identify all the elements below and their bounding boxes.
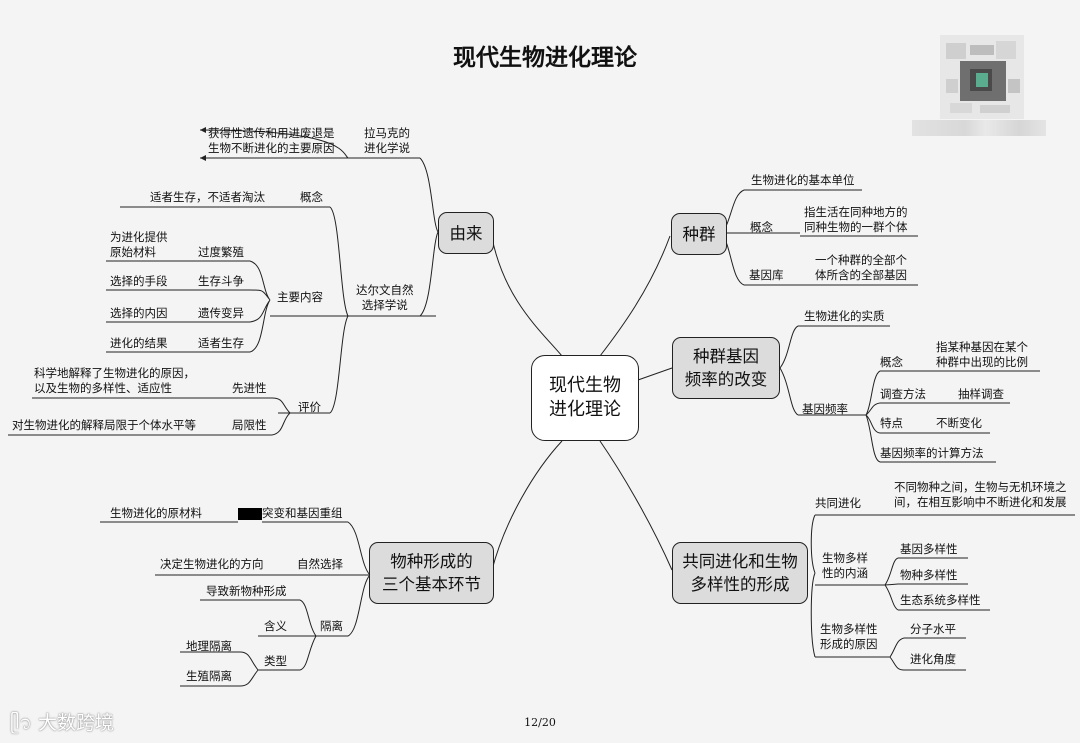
node-diversity-connotation[interactable]: 生物多样 性的内涵 (822, 551, 868, 581)
node-gf-survey-desc: 抽样调查 (958, 387, 1004, 402)
node-main-item[interactable]: 遗传变异 (198, 306, 244, 321)
node-gene-pool-desc: 一个种群的全部个 体所含的全部基因 (815, 253, 907, 283)
blurred-caption (912, 120, 1046, 136)
link-center-speciation (492, 441, 562, 570)
node-diversity-item: 基因多样性 (900, 542, 958, 557)
node-isolation-type-item: 生殖隔离 (186, 669, 232, 684)
node-population-concept-desc: 指生活在同种地方的 同种生物的一群个体 (804, 205, 908, 235)
topic-origin[interactable]: 由来 (438, 212, 494, 254)
node-gf-concept-desc: 指某种基因在某个 种群中出现的比例 (936, 340, 1028, 370)
node-lamarck[interactable]: 拉马克的 进化学说 (364, 126, 410, 156)
node-natural-selection[interactable]: 自然选择 (297, 557, 343, 572)
node-darwin-concept-desc: 适者生存，不适者淘汰 (150, 190, 265, 205)
node-population-concept[interactable]: 概念 (750, 220, 773, 235)
topic-gene-frequency[interactable]: 种群基因 频率的改变 (672, 337, 780, 399)
node-cause-item: 进化角度 (910, 652, 956, 667)
topic-coevolution[interactable]: 共同进化和生物 多样性的形成 (672, 542, 808, 604)
node-gf-feature-desc: 不断变化 (936, 416, 982, 431)
redacted-mark (238, 508, 262, 520)
link-origin-trunk (420, 158, 438, 316)
link-center-origin (492, 238, 562, 356)
node-main-item[interactable]: 过度繁殖 (198, 245, 244, 260)
page-title: 现代生物进化理论 (0, 38, 1080, 72)
node-main-item[interactable]: 适者生存 (198, 336, 244, 351)
node-evolution-essence[interactable]: 生物进化的实质 (804, 309, 885, 324)
central-topic[interactable]: 现代生物 进化理论 (531, 355, 639, 441)
node-main-item-desc: 选择的内因 (110, 306, 168, 321)
node-isolation[interactable]: 隔离 (320, 619, 343, 634)
qr-code-icon (940, 35, 1024, 119)
node-gf-calc[interactable]: 基因频率的计算方法 (880, 446, 984, 461)
node-main-item-desc: 选择的手段 (110, 274, 168, 289)
link-center-population (600, 236, 670, 356)
node-mutation-desc: 生物进化的原材料 (110, 506, 202, 521)
node-coevolution[interactable]: 共同进化 (815, 496, 861, 511)
node-gf-concept[interactable]: 概念 (880, 355, 903, 370)
node-isolation-meaning[interactable]: 含义 (264, 619, 287, 634)
node-coevolution-desc: 不同物种之间，生物与无机环境之 间，在相互影响中不断进化和发展 (894, 480, 1067, 510)
node-mutation[interactable]: 突变和基因重组 (262, 506, 343, 521)
node-main-item-desc: 进化的结果 (110, 336, 168, 351)
topic-speciation[interactable]: 物种形成的 三个基本环节 (369, 542, 494, 604)
node-natural-selection-desc: 决定生物进化的方向 (160, 557, 264, 572)
node-gf-feature[interactable]: 特点 (880, 416, 903, 431)
node-eval-item-desc: 科学地解释了生物进化的原因， 以及生物的多样性、适应性 (34, 366, 195, 396)
node-isolation-type-item: 地理隔离 (186, 639, 232, 654)
node-gf-survey[interactable]: 调查方法 (880, 387, 926, 402)
watermark-logo: ᥫ᭡ 大数跨境 (10, 708, 114, 743)
node-cause-item: 分子水平 (910, 622, 956, 637)
node-isolation-result: 导致新物种形成 (206, 584, 287, 599)
node-main-item-desc: 为进化提供 原始材料 (110, 230, 168, 260)
node-evaluation[interactable]: 评价 (298, 400, 321, 415)
node-darwin[interactable]: 达尔文自然 选择学说 (356, 283, 414, 313)
topic-population[interactable]: 种群 (671, 213, 727, 255)
link-center-freq (638, 368, 672, 380)
link-center-coevolution (600, 441, 672, 570)
node-main-content[interactable]: 主要内容 (277, 290, 323, 305)
page-number: 12/20 (0, 716, 1080, 729)
node-eval-item[interactable]: 先进性 (232, 381, 267, 396)
node-diversity-item: 生态系统多样性 (900, 593, 981, 608)
node-diversity-item: 物种多样性 (900, 568, 958, 583)
node-eval-item[interactable]: 局限性 (232, 418, 267, 433)
node-lamarck-desc: 获得性遗传和用进废退是 生物不断进化的主要原因 (208, 126, 335, 156)
node-main-item[interactable]: 生存斗争 (198, 274, 244, 289)
node-gene-pool[interactable]: 基因库 (749, 268, 784, 283)
watermark-text: 大数跨境 (38, 712, 114, 734)
node-isolation-types[interactable]: 类型 (264, 654, 287, 669)
watermark-icon: ᥫ᭡ (10, 712, 32, 734)
node-darwin-concept[interactable]: 概念 (300, 190, 323, 205)
node-gene-frequency[interactable]: 基因频率 (802, 402, 848, 417)
node-diversity-cause[interactable]: 生物多样性 形成的原因 (820, 622, 878, 652)
node-population-unit[interactable]: 生物进化的基本单位 (751, 173, 855, 188)
node-eval-item-desc: 对生物进化的解释局限于个体水平等 (12, 418, 196, 433)
